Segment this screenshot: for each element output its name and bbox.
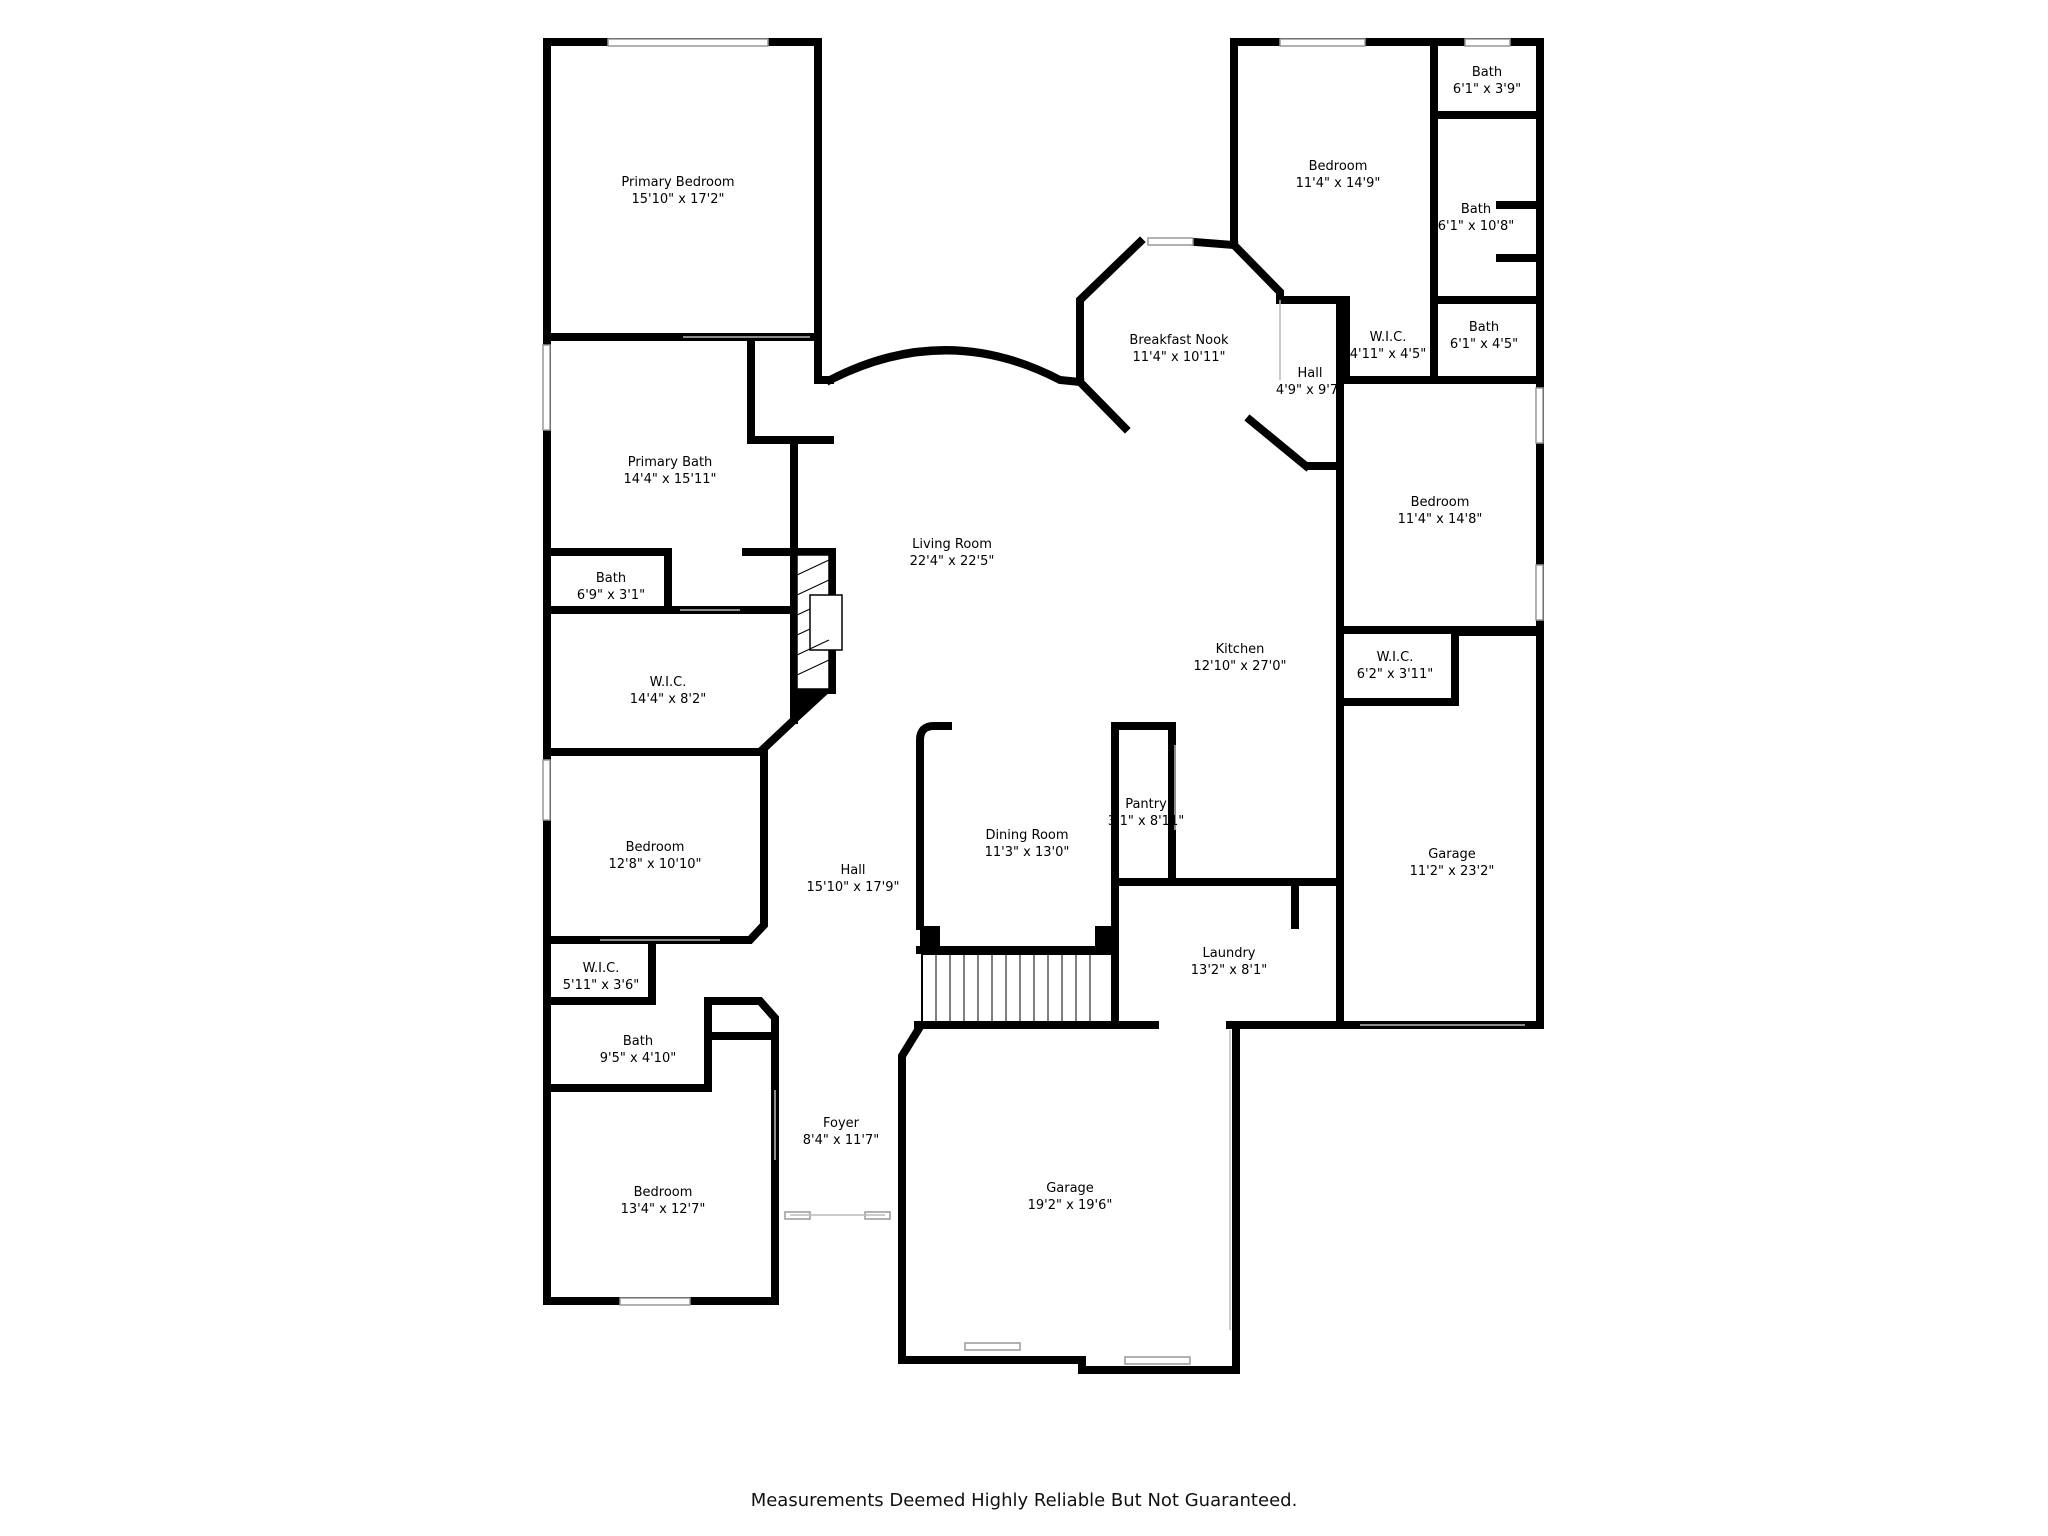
room-name: Bath bbox=[1472, 65, 1502, 80]
room-bath-5: Bath 6'1" x 4'5" bbox=[1450, 320, 1518, 352]
room-dimensions: 6'1" x 4'5" bbox=[1450, 337, 1518, 352]
room-bedroom-3: Bedroom 11'4" x 14'9" bbox=[1296, 159, 1381, 191]
disclaimer-text: Measurements Deemed Highly Reliable But … bbox=[750, 1490, 1298, 1511]
room-bath-3: Bath 6'1" x 3'9" bbox=[1453, 65, 1521, 97]
room-name: Garage bbox=[1428, 847, 1476, 862]
room-dimensions: 15'10" x 17'2" bbox=[632, 192, 725, 207]
room-garage-1: Garage 19'2" x 19'6" bbox=[1028, 1181, 1113, 1213]
room-dining-room: Dining Room 11'3" x 13'0" bbox=[985, 828, 1070, 860]
room-dimensions: 6'2" x 3'11" bbox=[1357, 667, 1433, 682]
room-wic-1: W.I.C. 14'4" x 8'2" bbox=[630, 675, 706, 707]
room-dimensions: 14'4" x 15'11" bbox=[624, 472, 717, 487]
room-name: Living Room bbox=[912, 537, 992, 552]
room-breakfast-nook: Breakfast Nook 11'4" x 10'11" bbox=[1129, 333, 1229, 365]
room-dimensions: 8'4" x 11'7" bbox=[803, 1133, 879, 1148]
room-dimensions: 6'9" x 3'1" bbox=[577, 588, 645, 603]
room-wic-4: W.I.C. 6'2" x 3'11" bbox=[1357, 650, 1433, 682]
room-foyer: Foyer 8'4" x 11'7" bbox=[803, 1116, 879, 1148]
room-name: W.I.C. bbox=[650, 675, 687, 690]
room-name: Primary Bath bbox=[628, 455, 713, 470]
room-bath-1: Bath 6'9" x 3'1" bbox=[577, 571, 645, 603]
room-dimensions: 15'10" x 17'9" bbox=[807, 880, 900, 895]
room-dimensions: 3'1" x 8'11" bbox=[1108, 814, 1184, 829]
room-name: Kitchen bbox=[1216, 642, 1265, 657]
room-name: Bath bbox=[623, 1034, 653, 1049]
room-laundry: Laundry 13'2" x 8'1" bbox=[1191, 946, 1267, 978]
room-bedroom-1: Bedroom 12'8" x 10'10" bbox=[609, 840, 702, 872]
room-wic-3: W.I.C. 4'11" x 4'5" bbox=[1350, 330, 1426, 362]
room-dimensions: 12'8" x 10'10" bbox=[609, 857, 702, 872]
room-name: Hall bbox=[1298, 366, 1323, 381]
room-name: Bath bbox=[1469, 320, 1499, 335]
door-openings bbox=[600, 300, 1525, 1330]
room-name: Laundry bbox=[1203, 946, 1256, 961]
room-name: Dining Room bbox=[985, 828, 1068, 843]
room-bedroom-4: Bedroom 11'4" x 14'8" bbox=[1398, 495, 1483, 527]
room-name: Bedroom bbox=[1309, 159, 1368, 174]
room-name: Bedroom bbox=[626, 840, 685, 855]
room-dimensions: 12'10" x 27'0" bbox=[1194, 659, 1287, 674]
room-bath-2: Bath 9'5" x 4'10" bbox=[600, 1034, 676, 1066]
room-dimensions: 4'11" x 4'5" bbox=[1350, 347, 1426, 362]
room-name: W.I.C. bbox=[583, 961, 620, 976]
room-dimensions: 11'4" x 10'11" bbox=[1133, 350, 1226, 365]
room-primary-bath: Primary Bath 14'4" x 15'11" bbox=[624, 455, 717, 487]
room-dimensions: 13'4" x 12'7" bbox=[621, 1202, 706, 1217]
room-dimensions: 9'5" x 4'10" bbox=[600, 1051, 676, 1066]
room-name: Bedroom bbox=[1411, 495, 1470, 510]
room-bedroom-2: Bedroom 13'4" x 12'7" bbox=[621, 1185, 706, 1217]
room-name: Garage bbox=[1046, 1181, 1094, 1196]
room-dimensions: 13'2" x 8'1" bbox=[1191, 963, 1267, 978]
room-bath-4: Bath 6'1" x 10'8" bbox=[1438, 202, 1514, 234]
room-hall-2: Hall 4'9" x 9'7" bbox=[1276, 366, 1344, 398]
room-dimensions: 4'9" x 9'7" bbox=[1276, 383, 1344, 398]
room-dimensions: 11'3" x 13'0" bbox=[985, 845, 1070, 860]
staircase bbox=[921, 953, 1113, 1023]
room-dimensions: 19'2" x 19'6" bbox=[1028, 1198, 1113, 1213]
room-name: Hall bbox=[841, 863, 866, 878]
room-dimensions: 14'4" x 8'2" bbox=[630, 692, 706, 707]
room-wic-2: W.I.C. 5'11" x 3'6" bbox=[563, 961, 639, 993]
room-name: W.I.C. bbox=[1377, 650, 1414, 665]
room-dimensions: 11'2" x 23'2" bbox=[1410, 864, 1495, 879]
room-garage-2: Garage 11'2" x 23'2" bbox=[1410, 847, 1495, 879]
room-name: Bedroom bbox=[634, 1185, 693, 1200]
room-name: Bath bbox=[1461, 202, 1491, 217]
room-name: Foyer bbox=[823, 1116, 860, 1131]
room-dimensions: 11'4" x 14'9" bbox=[1296, 176, 1381, 191]
room-living-room: Living Room 22'4" x 22'5" bbox=[910, 537, 995, 569]
room-name: Primary Bedroom bbox=[621, 175, 734, 190]
room-name: W.I.C. bbox=[1370, 330, 1407, 345]
room-name: Breakfast Nook bbox=[1129, 333, 1229, 348]
room-hall: Hall 15'10" x 17'9" bbox=[807, 863, 900, 895]
room-dimensions: 6'1" x 3'9" bbox=[1453, 82, 1521, 97]
room-name: Pantry bbox=[1125, 797, 1167, 812]
room-pantry: Pantry 3'1" x 8'11" bbox=[1108, 797, 1184, 829]
room-dimensions: 22'4" x 22'5" bbox=[910, 554, 995, 569]
room-dimensions: 6'1" x 10'8" bbox=[1438, 219, 1514, 234]
room-primary-bedroom: Primary Bedroom 15'10" x 17'2" bbox=[621, 175, 734, 207]
room-dimensions: 11'4" x 14'8" bbox=[1398, 512, 1483, 527]
room-kitchen: Kitchen 12'10" x 27'0" bbox=[1194, 642, 1287, 674]
room-dimensions: 5'11" x 3'6" bbox=[563, 978, 639, 993]
fireplace bbox=[796, 554, 843, 690]
room-labels: Primary Bedroom 15'10" x 17'2" Primary B… bbox=[563, 65, 1521, 1217]
room-name: Bath bbox=[596, 571, 626, 586]
windows bbox=[542, 38, 1544, 1365]
